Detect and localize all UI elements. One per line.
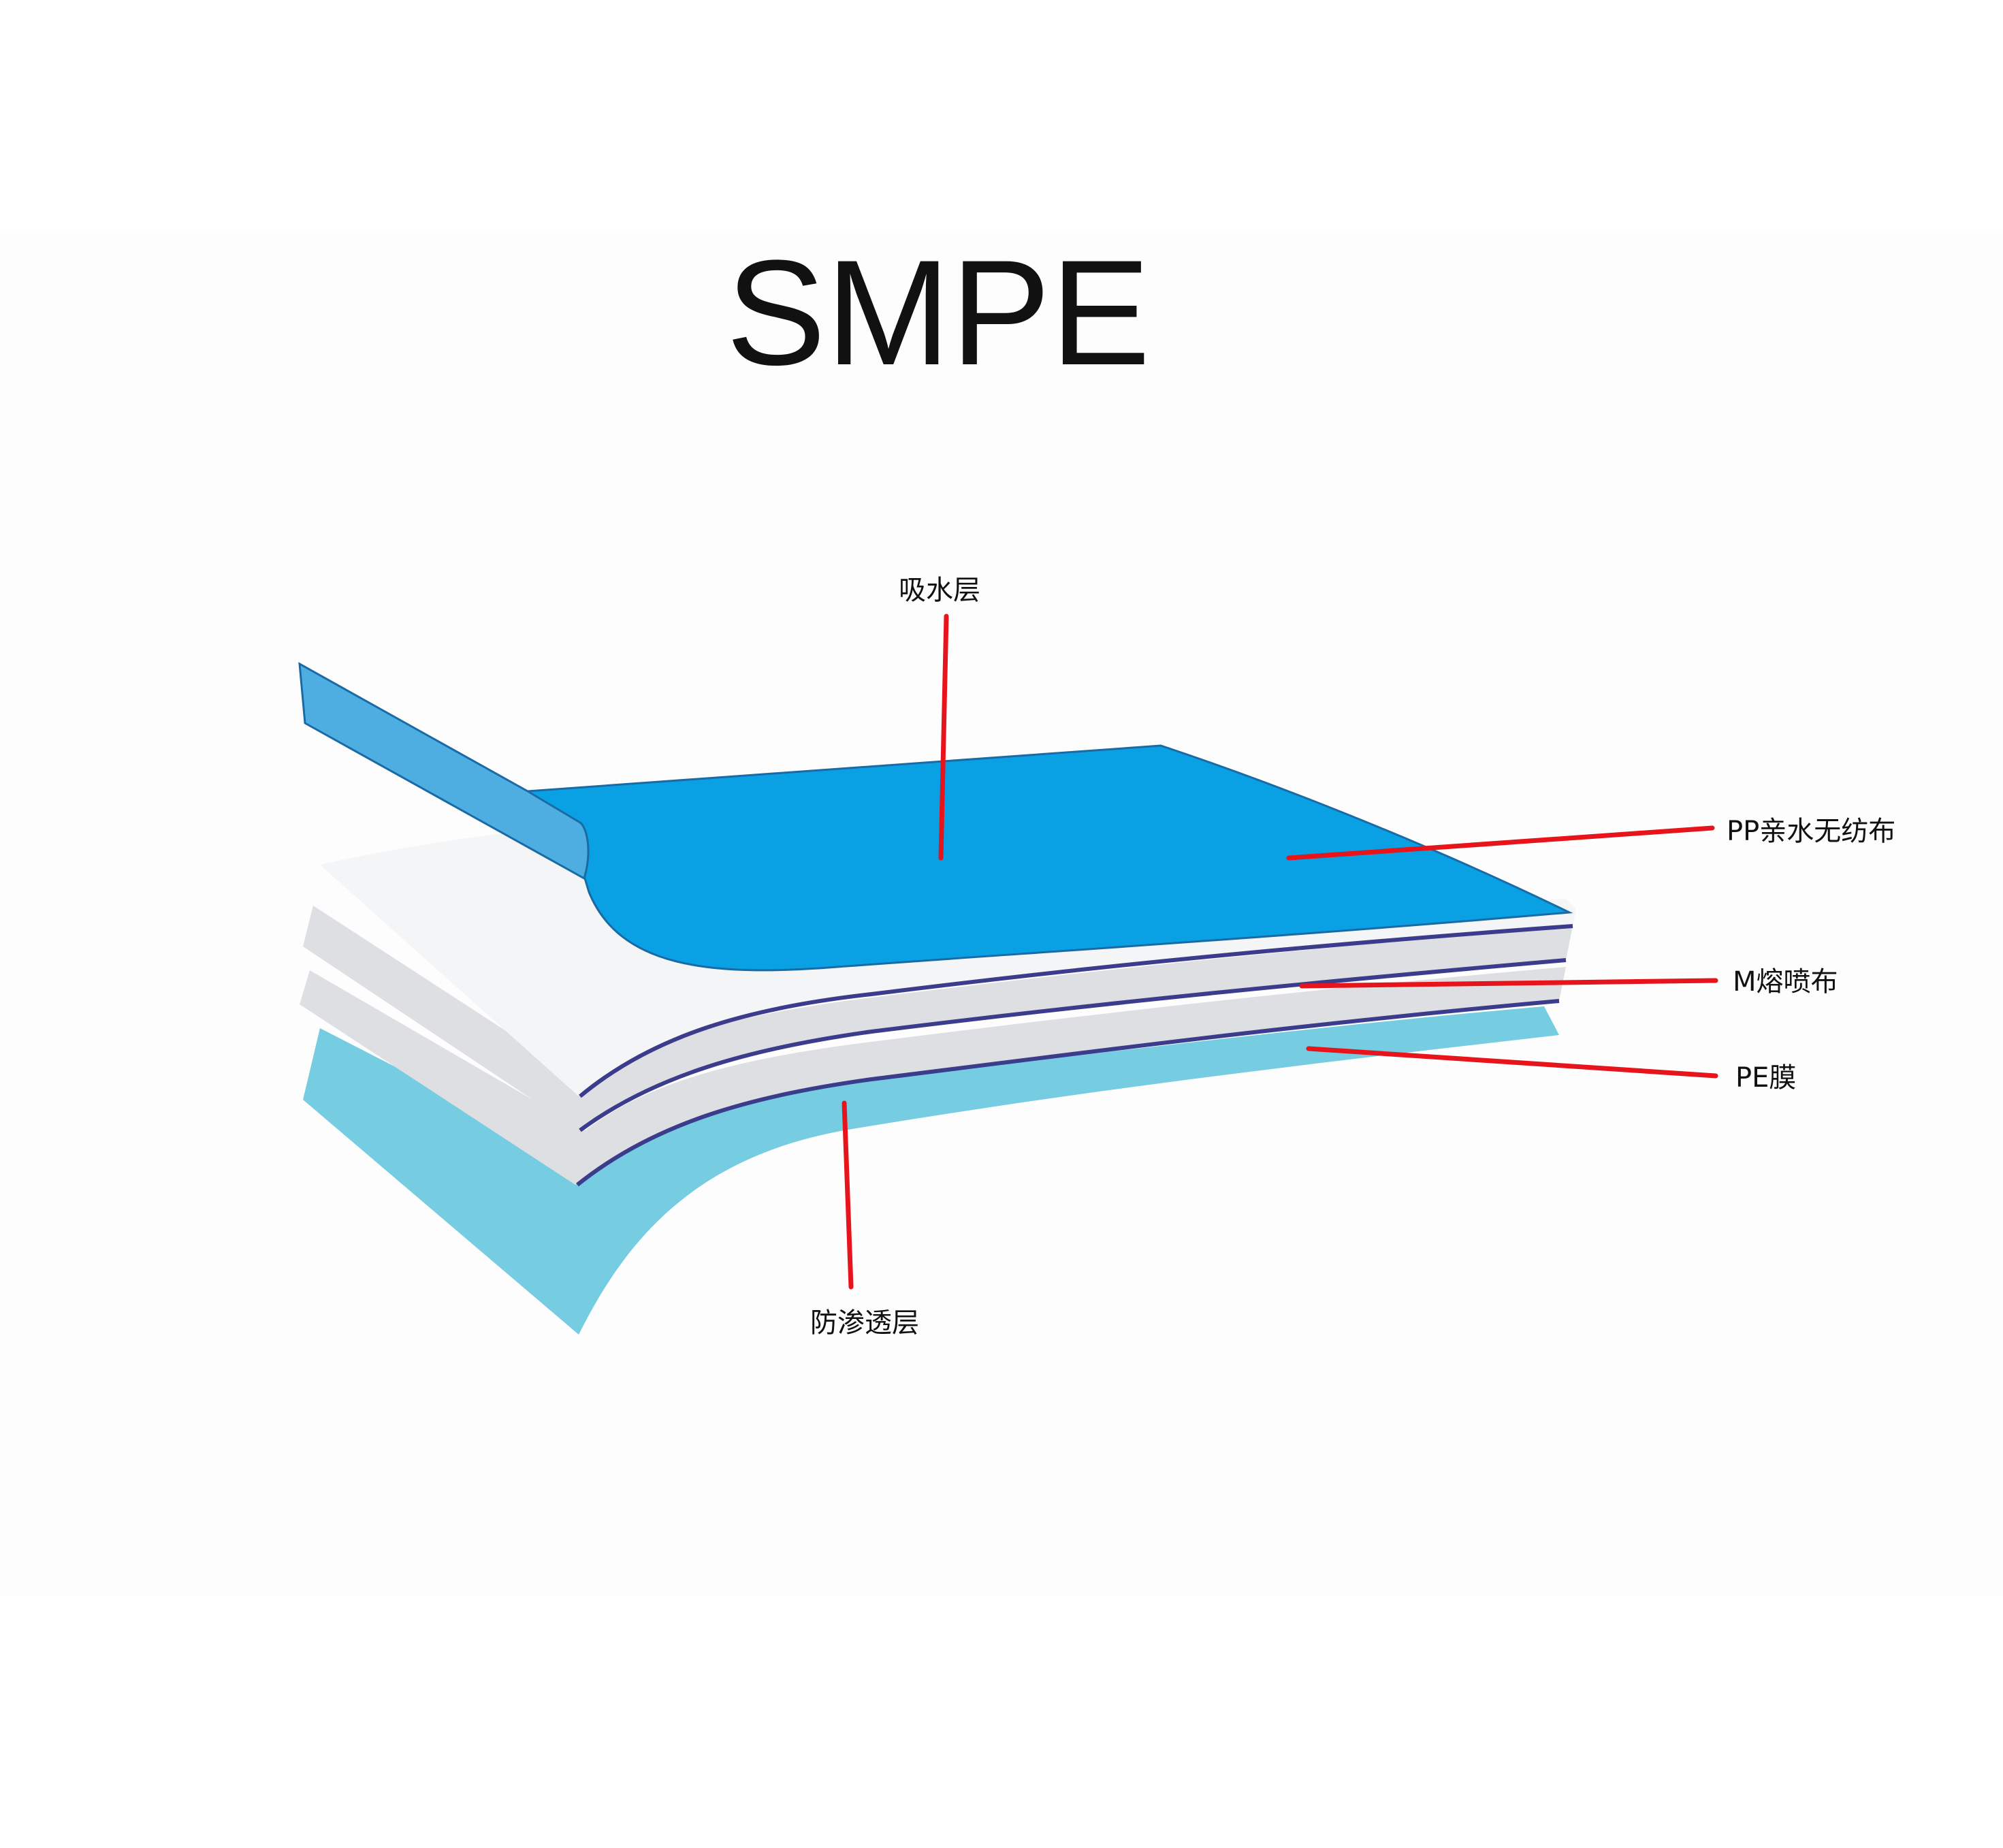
melt-blown-layer bbox=[303, 906, 1573, 1130]
leader-barrier bbox=[842, 1100, 854, 1290]
pp-absorbent-layer bbox=[525, 744, 1573, 972]
edge-line-3 bbox=[576, 999, 1560, 1187]
edge-line-2 bbox=[579, 958, 1567, 1132]
leader-pp bbox=[1286, 825, 1715, 861]
pe-film-layer bbox=[303, 1006, 1559, 1335]
leader-absorb bbox=[938, 614, 949, 861]
label-pp-nonwoven: PP亲水无纺布 bbox=[1727, 816, 1895, 847]
label-absorbent-layer: 吸水层 bbox=[899, 575, 980, 606]
pp-peeled-flap bbox=[298, 662, 590, 880]
white-nonwoven-sheet bbox=[320, 827, 1576, 1096]
edge-line-1 bbox=[579, 924, 1573, 1098]
label-barrier-layer: 防渗透层 bbox=[810, 1307, 919, 1339]
leader-m bbox=[1299, 978, 1718, 989]
leader-pe bbox=[1306, 1046, 1718, 1079]
melt-blown-layer-lower bbox=[300, 967, 1566, 1185]
label-pe-film: PE膜 bbox=[1735, 1062, 1796, 1094]
label-melt-blown: M熔喷布 bbox=[1733, 966, 1838, 998]
diagram-title: SMPE bbox=[726, 229, 1150, 396]
